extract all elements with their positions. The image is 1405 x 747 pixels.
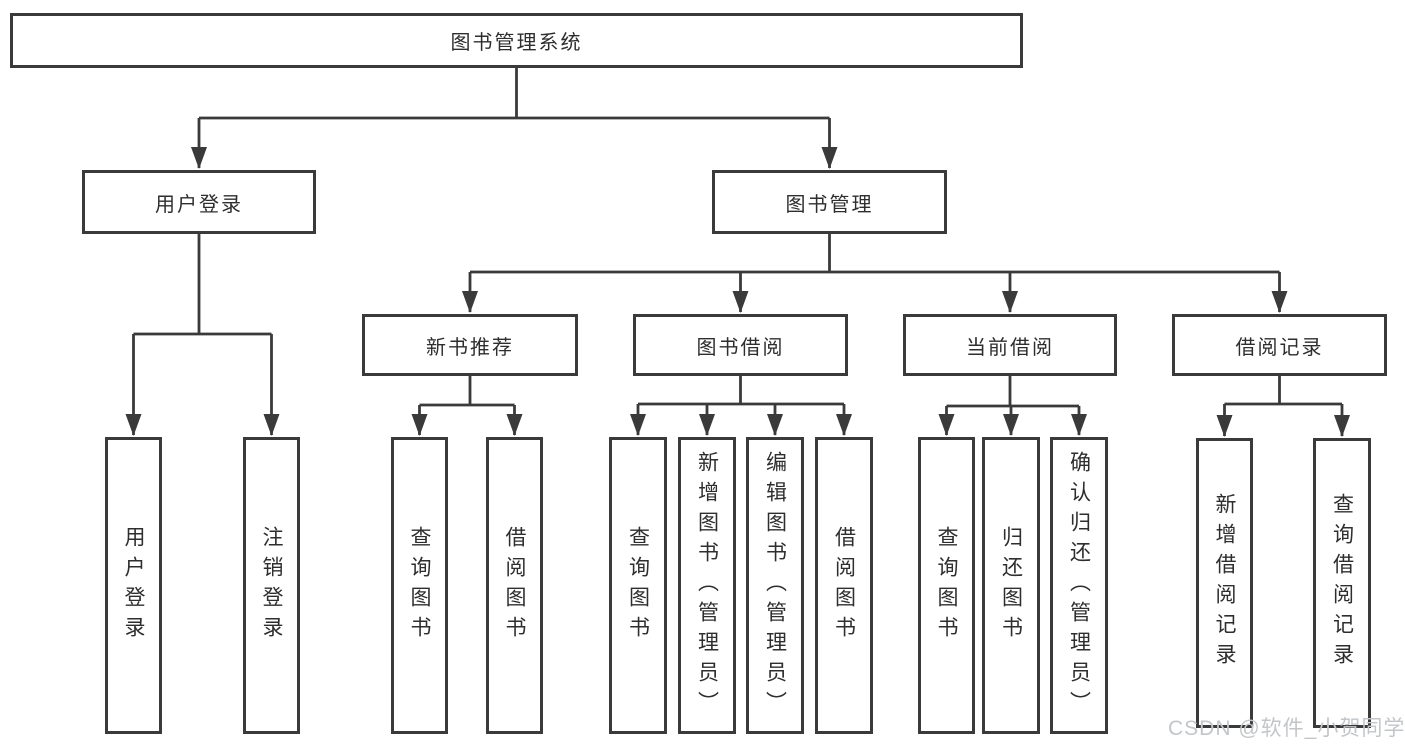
arrowhead (836, 414, 852, 436)
node-leaf-query-book-3: 查询图书 (918, 437, 975, 734)
arrowhead (462, 291, 478, 313)
node-label: 借阅图书 (503, 525, 526, 646)
node-leaf-logout: 注销登录 (243, 437, 300, 734)
connector-borrow-records (1223, 376, 1344, 436)
connector-current-borrow (945, 376, 1081, 435)
node-book-mgmt: 图书管理 (712, 170, 947, 234)
node-label: 查询图书 (408, 525, 431, 646)
arrowhead (506, 414, 523, 436)
node-label: 新增借阅记录 (1213, 493, 1236, 673)
node-leaf-confirm-return: 确认归还（管理员） (1050, 437, 1108, 734)
node-label: 新增图书（管理员） (695, 450, 719, 721)
arrowhead (1002, 291, 1018, 313)
node-label: 借阅图书 (832, 525, 856, 646)
node-label: 用户登录 (122, 525, 145, 646)
node-leaf-borrow-book-2: 借阅图书 (815, 437, 873, 734)
node-root: 图书管理系统 (10, 13, 1023, 68)
node-leaf-return-book: 归还图书 (982, 437, 1040, 734)
node-book-borrow: 图书借阅 (633, 314, 848, 376)
arrowhead (732, 291, 749, 313)
node-leaf-query-book-2: 查询图书 (609, 437, 667, 734)
arrowhead (821, 147, 838, 169)
node-leaf-add-record: 新增借阅记录 (1196, 438, 1253, 728)
arrowhead (1271, 291, 1288, 313)
node-current-borrow: 当前借阅 (903, 314, 1117, 376)
node-label: 当前借阅 (966, 336, 1054, 359)
node-label: 查询借阅记录 (1330, 493, 1354, 673)
node-new-book-rec: 新书推荐 (362, 314, 578, 376)
node-label: 新书推荐 (426, 336, 514, 359)
arrowhead (411, 414, 428, 436)
arrowhead (767, 414, 783, 436)
node-leaf-query-book-1: 查询图书 (391, 437, 448, 734)
node-leaf-user-login: 用户登录 (105, 437, 162, 734)
arrowhead (699, 414, 715, 436)
node-label: 查询图书 (626, 525, 650, 646)
node-leaf-borrow-book-1: 借阅图书 (486, 437, 543, 734)
node-label: 编辑图书（管理员） (763, 450, 787, 721)
arrowhead (1334, 415, 1350, 437)
arrowhead (125, 414, 142, 436)
node-leaf-add-book: 新增图书（管理员） (678, 437, 736, 734)
node-label: 注销登录 (260, 525, 283, 646)
arrowhead (1216, 415, 1233, 437)
arrowhead (191, 147, 207, 169)
node-label: 归还图书 (999, 525, 1023, 646)
arrowhead (263, 414, 280, 436)
node-label: 图书管理 (785, 193, 874, 216)
node-label: 图书借阅 (696, 336, 785, 359)
arrowhead (630, 414, 646, 436)
node-label: 用户登录 (155, 193, 243, 216)
node-label: 确认归还（管理员） (1067, 450, 1091, 721)
node-label: 查询图书 (935, 525, 958, 646)
arrowhead (1071, 414, 1087, 436)
node-label: 图书管理系统 (450, 32, 583, 54)
arrowhead (938, 414, 955, 436)
connector-user-login (132, 234, 273, 435)
connector-new-book-rec (418, 376, 516, 435)
node-label: 借阅记录 (1235, 336, 1324, 359)
node-leaf-query-record: 查询借阅记录 (1313, 438, 1371, 728)
connector-book-borrow (636, 376, 846, 435)
connector-root (197, 68, 831, 168)
watermark: CSDN @软件_小贺同学 (1168, 717, 1405, 740)
node-borrow-records: 借阅记录 (1172, 314, 1387, 376)
node-user-login: 用户登录 (82, 170, 316, 234)
arrowhead (1003, 414, 1019, 436)
node-leaf-edit-book: 编辑图书（管理员） (746, 437, 804, 734)
connector-book-mgmt (468, 234, 1281, 312)
